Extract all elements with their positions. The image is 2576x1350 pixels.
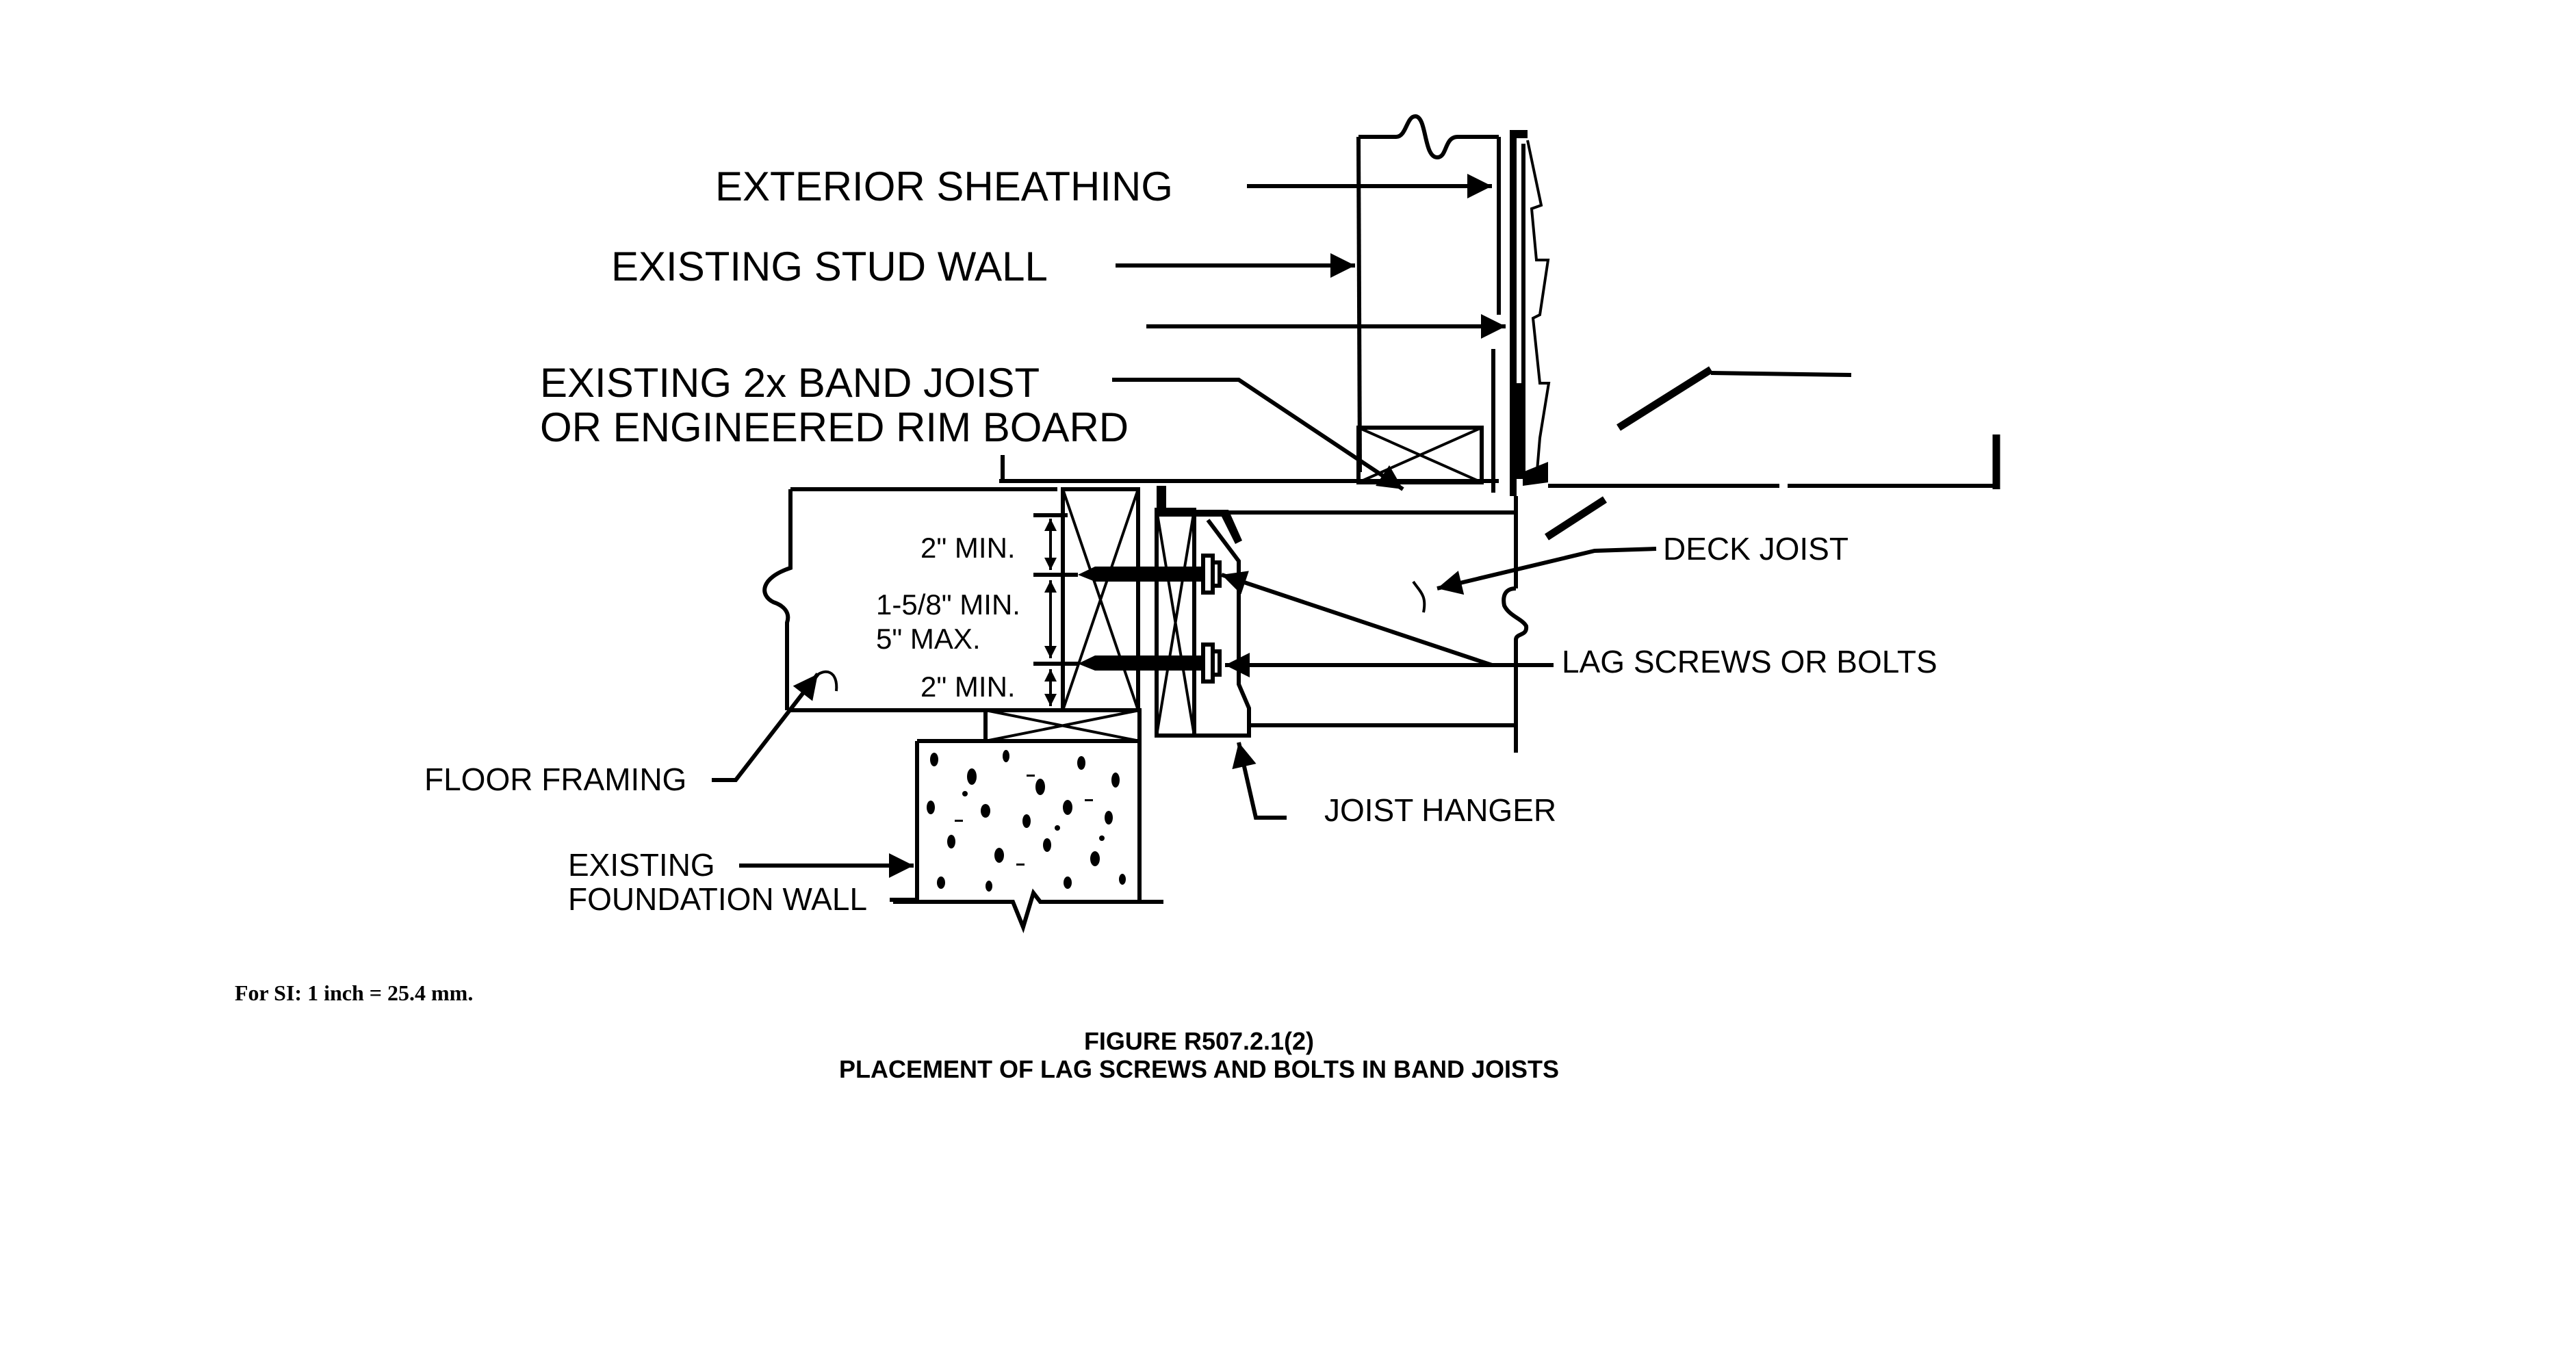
label-foundation-line1: EXISTING [568, 847, 715, 883]
label-band-joist-line2: OR ENGINEERED RIM BOARD [540, 404, 1129, 450]
dim-spacing-min: 1-5/8" MIN. [876, 588, 1020, 621]
band-joist [983, 487, 1142, 743]
si-conversion-note: For SI: 1 inch = 25.4 mm. [235, 981, 473, 1005]
label-floor-framing: FLOOR FRAMING [424, 762, 686, 797]
deck-joist [1502, 496, 1529, 753]
dim-bottom-edge: 2" MIN. [920, 671, 1016, 703]
figure-title: PLACEMENT OF LAG SCREWS AND BOLTS IN BAN… [839, 1055, 1559, 1083]
exterior-sheathing-siding [1510, 130, 1551, 496]
label-band-joist-line1: EXISTING 2x BAND JOIST [540, 360, 1040, 406]
dim-spacing-max: 5" MAX. [876, 623, 981, 655]
existing-foundation-wall [893, 739, 1163, 934]
label-foundation-line2: FOUNDATION WALL [568, 881, 867, 917]
deck-surface [999, 366, 2000, 541]
dimension-lines [1033, 513, 1078, 706]
deck-ledger [1155, 486, 1242, 738]
figure-number: FIGURE R507.2.1(2) [1084, 1027, 1314, 1055]
leader-lines [712, 174, 1657, 902]
lag-screw-lower [1078, 642, 1222, 684]
lag-screw-upper [1078, 554, 1222, 595]
existing-stud-wall [1356, 114, 1501, 493]
label-deck-joist: DECK JOIST [1663, 531, 1849, 567]
label-lag-screws: LAG SCREWS OR BOLTS [1562, 644, 1937, 679]
dim-top-edge: 2" MIN. [920, 532, 1016, 564]
label-joist-hanger: JOIST HANGER [1324, 792, 1556, 828]
label-exterior-sheathing: EXTERIOR SHEATHING [715, 164, 1173, 209]
joist-hanger [1194, 510, 1516, 738]
label-existing-stud-wall: EXISTING STUD WALL [611, 244, 1048, 289]
